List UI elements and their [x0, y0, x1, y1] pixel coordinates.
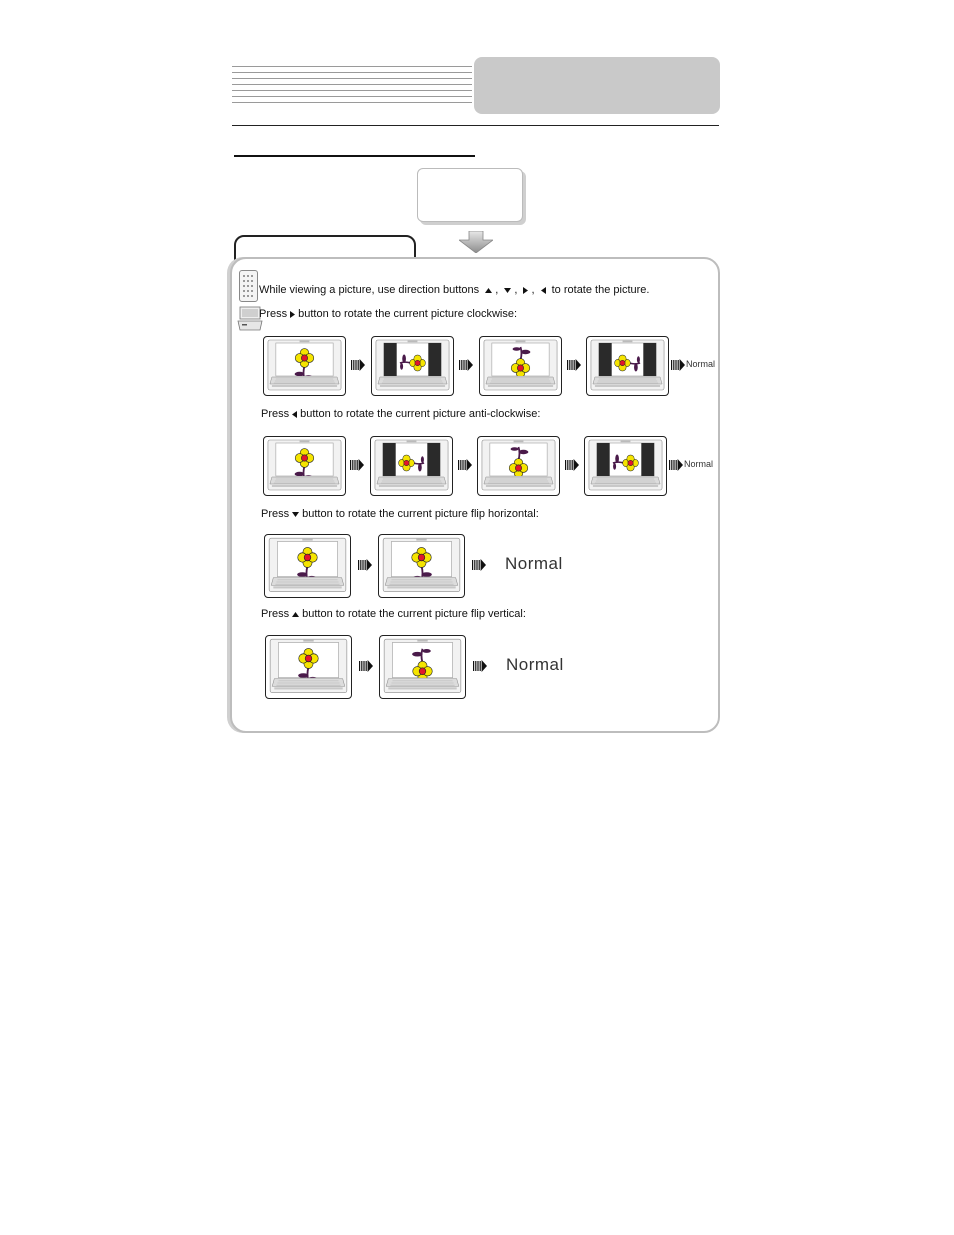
normal-label: Normal — [506, 655, 564, 674]
press-text: Press — [261, 608, 290, 620]
header-tab — [474, 57, 720, 114]
up-triangle-icon — [485, 287, 493, 293]
picture-rotate-90 — [371, 336, 454, 396]
picture-rotate-270 — [586, 336, 669, 396]
normal-label: Normal — [505, 554, 563, 573]
flip-horizontal-text: button to rotate the current picture fli… — [302, 508, 539, 520]
next-step-arrow-icon — [565, 458, 579, 472]
header-stripe — [232, 84, 472, 85]
header-stripe — [232, 102, 472, 103]
next-step-arrow-icon — [359, 659, 373, 673]
intro-prefix-text: While viewing a picture, use direction b… — [259, 284, 480, 296]
normal-label: Normal — [684, 459, 714, 469]
press-text: Press — [261, 408, 290, 420]
press-text: Press — [261, 508, 290, 520]
next-step-arrow-icon — [473, 659, 487, 673]
clockwise-instruction: Press button to rotate the current pictur… — [259, 308, 517, 320]
separator-text: , — [514, 284, 518, 296]
next-step-arrow-icon — [669, 458, 683, 472]
header-rule — [232, 125, 719, 126]
picture-rotate-180 — [479, 336, 562, 396]
remote-control-icon — [239, 270, 258, 302]
clockwise-text: button to rotate the current picture clo… — [298, 308, 518, 320]
press-text: Press — [259, 308, 288, 320]
menu-step-box — [417, 168, 523, 222]
right-triangle-icon — [290, 310, 296, 318]
picture-rotate-180 — [477, 436, 560, 496]
header-stripe — [232, 96, 472, 97]
picture-flipped — [379, 635, 466, 699]
separator-text: , — [531, 284, 535, 296]
picture-upright — [264, 534, 351, 598]
next-step-arrow-icon — [567, 358, 581, 372]
next-step-arrow-icon — [350, 458, 364, 472]
header-stripe — [232, 72, 472, 73]
next-step-arrow-icon — [459, 358, 473, 372]
picture-upright — [263, 436, 346, 496]
left-triangle-icon — [540, 286, 546, 294]
picture-rotate-270 — [370, 436, 453, 496]
intro-line: While viewing a picture, use direction b… — [259, 284, 649, 296]
picture-mirrored — [378, 534, 465, 598]
next-step-arrow-icon — [472, 558, 486, 572]
down-triangle-icon — [292, 511, 300, 517]
next-step-arrow-icon — [458, 458, 472, 472]
next-step-arrow-icon — [358, 558, 372, 572]
down-arrow-icon — [459, 231, 493, 253]
left-triangle-icon — [292, 410, 298, 418]
flip-vertical-instruction: Press button to rotate the current pictur… — [261, 608, 526, 620]
picture-upright — [263, 336, 346, 396]
header-stripe — [232, 66, 472, 67]
anticlockwise-instruction: Press button to rotate the current pictur… — [261, 408, 540, 420]
picture-upright — [265, 635, 352, 699]
intro-suffix-text: to rotate the picture. — [551, 284, 650, 296]
separator-text: , — [495, 284, 499, 296]
flip-vertical-text: button to rotate the current picture fli… — [302, 608, 526, 620]
anticlockwise-text: button to rotate the current picture ant… — [300, 408, 541, 420]
flip-horizontal-instruction: Press button to rotate the current pictur… — [261, 508, 539, 520]
next-step-arrow-icon — [351, 358, 365, 372]
up-triangle-icon — [292, 611, 300, 617]
dvd-player-icon — [237, 306, 263, 331]
right-triangle-icon — [523, 286, 529, 294]
normal-label: Normal — [686, 359, 716, 369]
next-step-arrow-icon — [671, 358, 685, 372]
header-stripe — [232, 90, 472, 91]
picture-rotate-90 — [584, 436, 667, 496]
header-stripe — [232, 78, 472, 79]
section-underline — [234, 155, 475, 157]
down-triangle-icon — [504, 287, 512, 293]
